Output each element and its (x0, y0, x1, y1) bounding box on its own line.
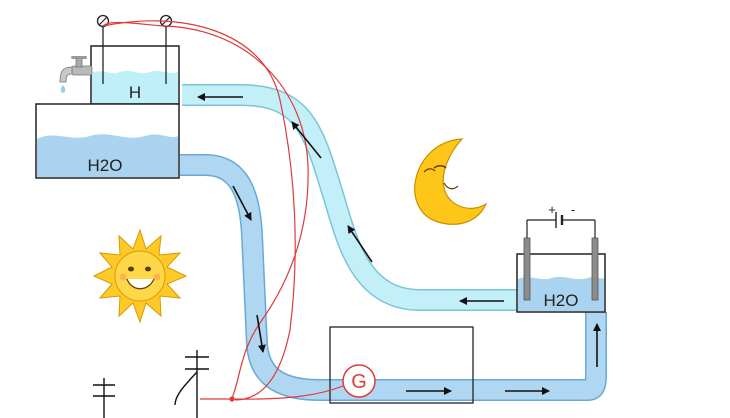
faucet-icon (59, 56, 93, 93)
hydrogen-pipe (182, 84, 520, 311)
battery-minus-label: - (571, 202, 575, 217)
flow-arrow (291, 121, 322, 159)
power-pylon-right-icon (174, 350, 209, 418)
main-tank-label: H2O (88, 156, 123, 175)
sun-icon (92, 228, 188, 324)
generator-icon: G (342, 364, 376, 398)
moon-icon (414, 138, 488, 225)
battery-icon: + - (526, 202, 596, 238)
flow-arrow (256, 314, 266, 353)
hydrogen-label: H (129, 83, 141, 102)
flow-arrow (232, 185, 252, 221)
main-water-tank: H2O (35, 103, 180, 179)
electrolyzer-tank: H2O (516, 237, 606, 313)
power-pylon-left-icon (93, 378, 115, 418)
power-wires (102, 20, 344, 402)
water-pipe (180, 154, 607, 401)
flow-arrows (197, 93, 601, 395)
generator-label: G (351, 371, 367, 393)
hydrogen-container: H (90, 26, 180, 105)
generator-housing (329, 326, 474, 404)
electrolyzer-label: H2O (544, 291, 579, 310)
battery-plus-label: + (548, 202, 556, 217)
flow-arrow (347, 225, 373, 263)
